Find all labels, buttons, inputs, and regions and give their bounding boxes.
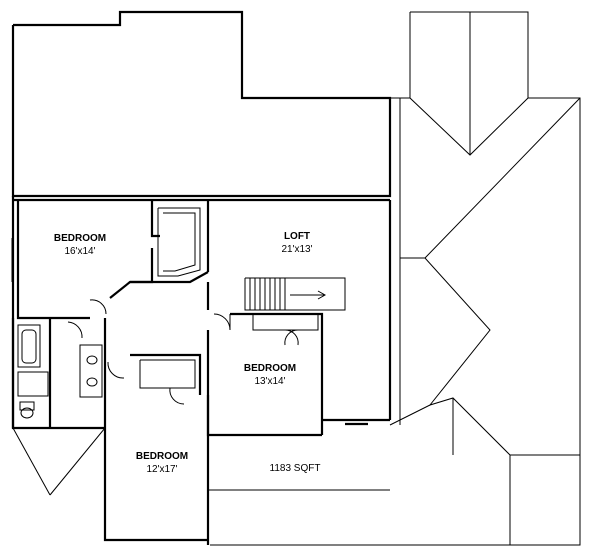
room-name: BEDROOM	[243, 363, 297, 374]
room-label-bedroom-left: BEDROOM 16'x14'	[40, 232, 120, 258]
exterior-outline	[11, 10, 392, 198]
room-name: BEDROOM	[53, 233, 107, 244]
room-label-loft: LOFT 21'x13'	[262, 230, 332, 256]
room-size: 13'x14'	[254, 376, 286, 387]
room-size: 21'x13'	[281, 244, 313, 255]
room-size: 12'x17'	[146, 464, 178, 475]
bedroom-1-walls	[11, 200, 210, 320]
area-label: 1183 SQFT	[269, 463, 321, 474]
stair	[244, 277, 346, 311]
room-name: BEDROOM	[135, 451, 189, 462]
room-label-bedroom-center: BEDROOM 13'x14'	[230, 362, 310, 388]
loft-walls	[206, 200, 392, 420]
roof-lines	[210, 11, 581, 546]
room-name: LOFT	[283, 231, 311, 242]
room-size: 16'x14'	[64, 246, 96, 257]
room-label-bedroom-bottom: BEDROOM 12'x17'	[122, 450, 202, 476]
bedroom-3-walls	[12, 353, 210, 545]
